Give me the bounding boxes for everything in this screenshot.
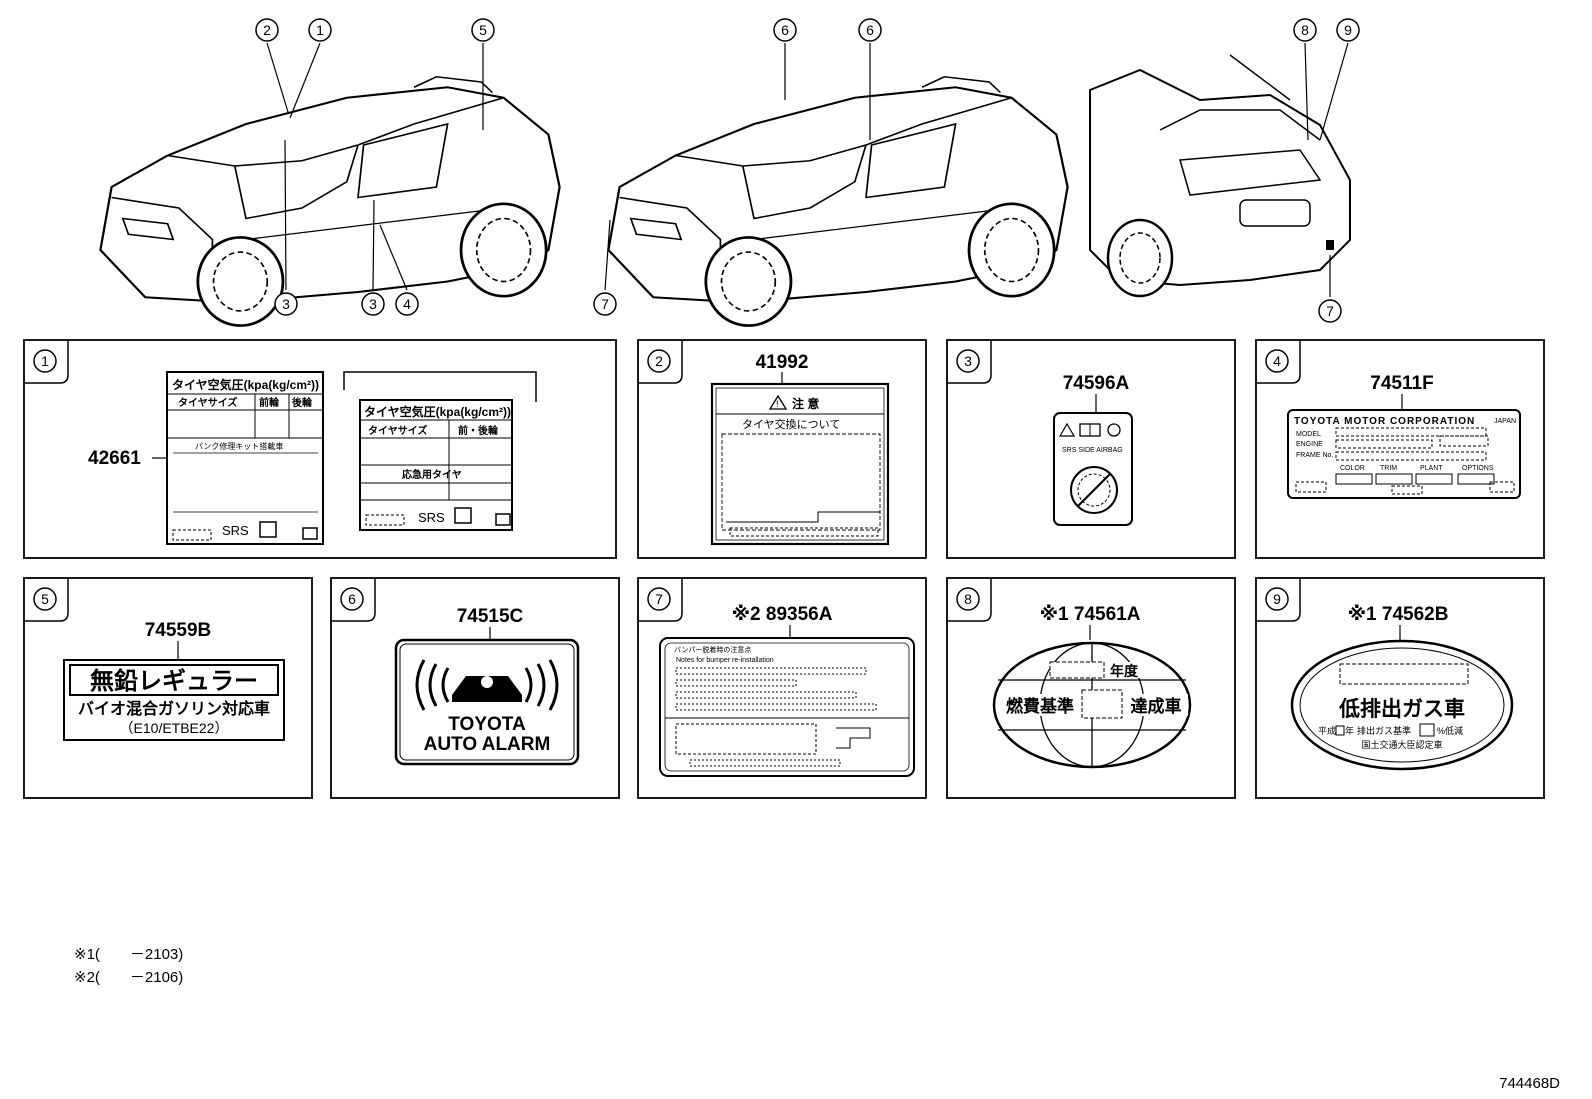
diagram-id: 744468D — [1499, 1075, 1560, 1092]
panel-4-content: 74511F TOYOTA MOTOR CORPORATION JAPAN MO… — [1287, 373, 1521, 499]
id-plate-frame: FRAME No. — [1296, 452, 1333, 459]
footnotes: ※1( －2103) ※2( －2106) — [74, 946, 183, 986]
bumper-label-jp: バンパー脱着時の注意点 — [674, 645, 751, 654]
part-number-74562B: ※1 74562B — [1348, 604, 1449, 625]
callout-7a: 7 — [601, 296, 609, 312]
part-number-41992: 41992 — [756, 352, 809, 373]
callout-4: 4 — [403, 296, 411, 312]
id-plate-color: COLOR — [1340, 465, 1365, 472]
tire-label2-srs: SRS — [418, 510, 445, 525]
panel-7-content: ※2 89356A バンパー脱着時の注意点 Notes for bumper r… — [659, 604, 915, 777]
tire-label2-title: タイヤ空気圧(kpa(kg/cm²)) — [364, 404, 511, 419]
callout-6a: 6 — [781, 22, 789, 38]
panel-6-number: 6 — [348, 591, 356, 607]
low-emission-title: 低排出ガス車 — [1338, 697, 1465, 721]
tire-label-rear: 後輪 — [292, 396, 313, 409]
callout-8: 8 — [1301, 22, 1309, 38]
id-plate-plant: PLANT — [1420, 465, 1443, 472]
part-number-74559B: 74559B — [145, 620, 212, 641]
fuel-label-unleaded: 無鉛レギュラー — [90, 667, 258, 695]
footnote-2: ※2( －2106) — [74, 969, 183, 986]
callout-2: 2 — [263, 22, 271, 38]
tire-label-title: タイヤ空気圧(kpa(kg/cm²)) — [172, 377, 319, 392]
low-emission-mlit: 国土交通大臣認定車 — [1361, 739, 1442, 750]
panel-6-content: 74515C TOYOTA AUTO ALARM — [394, 606, 580, 766]
callout-3a: 3 — [282, 296, 290, 312]
fuel-label-e10: （E10/ETBE22） — [120, 720, 229, 736]
car-illustration-front-left — [99, 75, 561, 327]
svg-text:!: ! — [776, 399, 779, 409]
panel-9-number: 9 — [1273, 591, 1281, 607]
panel-1-content: 42661 タイヤ空気圧(kpa(kg/cm²)) タイヤサイズ 前輪 後輪 パ… — [88, 371, 537, 545]
callout-1: 1 — [316, 22, 324, 38]
panel-5-number: 5 — [41, 591, 49, 607]
bumper-label-en: Notes for bumper re-installation — [676, 657, 774, 664]
panel-number-tabs — [24, 340, 1301, 622]
callout-markers — [255, 18, 1360, 323]
fuel-efficiency-year: 年度 — [1110, 663, 1139, 679]
panel-1-number: 1 — [41, 353, 49, 369]
part-number-89356A: ※2 89356A — [732, 604, 833, 625]
panel-8-content: ※1 74561A 年度 燃費基準 達成車 — [992, 604, 1192, 769]
car-illustration-front-left-2 — [607, 75, 1069, 327]
low-emission-heisei: 平成 — [1318, 725, 1336, 736]
car-illustration-rear — [1089, 54, 1351, 298]
part-number-74515C: 74515C — [457, 606, 524, 627]
tire-label2-size: タイヤサイズ — [368, 424, 427, 437]
part-number-74511F: 74511F — [1370, 373, 1433, 394]
callout-7b: 7 — [1326, 303, 1334, 319]
tire-label2-front-rear: 前・後輪 — [458, 424, 499, 437]
alarm-label-line1: TOYOTA — [448, 714, 526, 735]
tire-label-puncture-kit: パンク修理キット搭載車 — [195, 441, 283, 451]
caution-label-title: 注 意 — [792, 396, 819, 411]
airbag-label-text: SRS SIDE AIRBAG — [1062, 447, 1123, 454]
panel-3-content: 74596A SRS SIDE AIRBAG — [1053, 373, 1133, 526]
tire-label-front: 前輪 — [259, 396, 280, 409]
low-emission-std: 排出ガス基準 — [1357, 725, 1411, 736]
panel-9-content: ※1 74562B 低排出ガス車 平成 年 排出ガス基準 %低減 国土交通大臣認… — [1290, 604, 1514, 771]
part-number-74596A: 74596A — [1063, 373, 1130, 394]
id-plate-model: MODEL — [1296, 431, 1321, 438]
id-plate-maker: TOYOTA MOTOR CORPORATION — [1294, 416, 1475, 427]
callout-leaders — [266, 42, 1349, 297]
panel-7-number: 7 — [655, 591, 663, 607]
fuel-efficiency-standard: 燃費基準 — [1006, 696, 1074, 716]
part-number-74561A: ※1 74561A — [1040, 604, 1141, 625]
part-number-42661: 42661 — [88, 448, 141, 469]
callout-5: 5 — [479, 22, 487, 38]
panel-5-content: 74559B 無鉛レギュラー バイオ混合ガソリン対応車 （E10/ETBE22） — [63, 620, 285, 741]
id-plate-engine: ENGINE — [1296, 441, 1323, 448]
low-emission-percent: %低減 — [1437, 725, 1463, 736]
fuel-label-bio: バイオ混合ガソリン対応車 — [78, 699, 270, 718]
caution-label-tire-change: タイヤ交換について — [742, 417, 840, 431]
panel-frames — [23, 339, 1545, 799]
id-plate-japan: JAPAN — [1494, 418, 1516, 425]
tire-label2-emergency: 応急用タイヤ — [402, 468, 462, 481]
callout-3b: 3 — [369, 296, 377, 312]
fuel-efficiency-achieved: 達成車 — [1131, 696, 1182, 716]
callout-6b: 6 — [866, 22, 874, 38]
callout-9: 9 — [1344, 22, 1352, 38]
panel-2-number: 2 — [655, 353, 663, 369]
id-plate-trim: TRIM — [1380, 465, 1397, 472]
id-plate-options: OPTIONS — [1462, 465, 1494, 472]
footnote-1: ※1( －2103) — [74, 946, 183, 963]
tire-label-srs: SRS — [222, 523, 249, 538]
panel-4-number: 4 — [1273, 353, 1281, 369]
low-emission-year: 年 — [1345, 725, 1354, 736]
panel-2-content: 41992 ! 注 意 タイヤ交換について — [710, 352, 890, 546]
panel-3-number: 3 — [964, 353, 972, 369]
panel-8-number: 8 — [964, 591, 972, 607]
alarm-label-line2: AUTO ALARM — [424, 734, 551, 755]
tire-label-size: タイヤサイズ — [178, 396, 237, 409]
